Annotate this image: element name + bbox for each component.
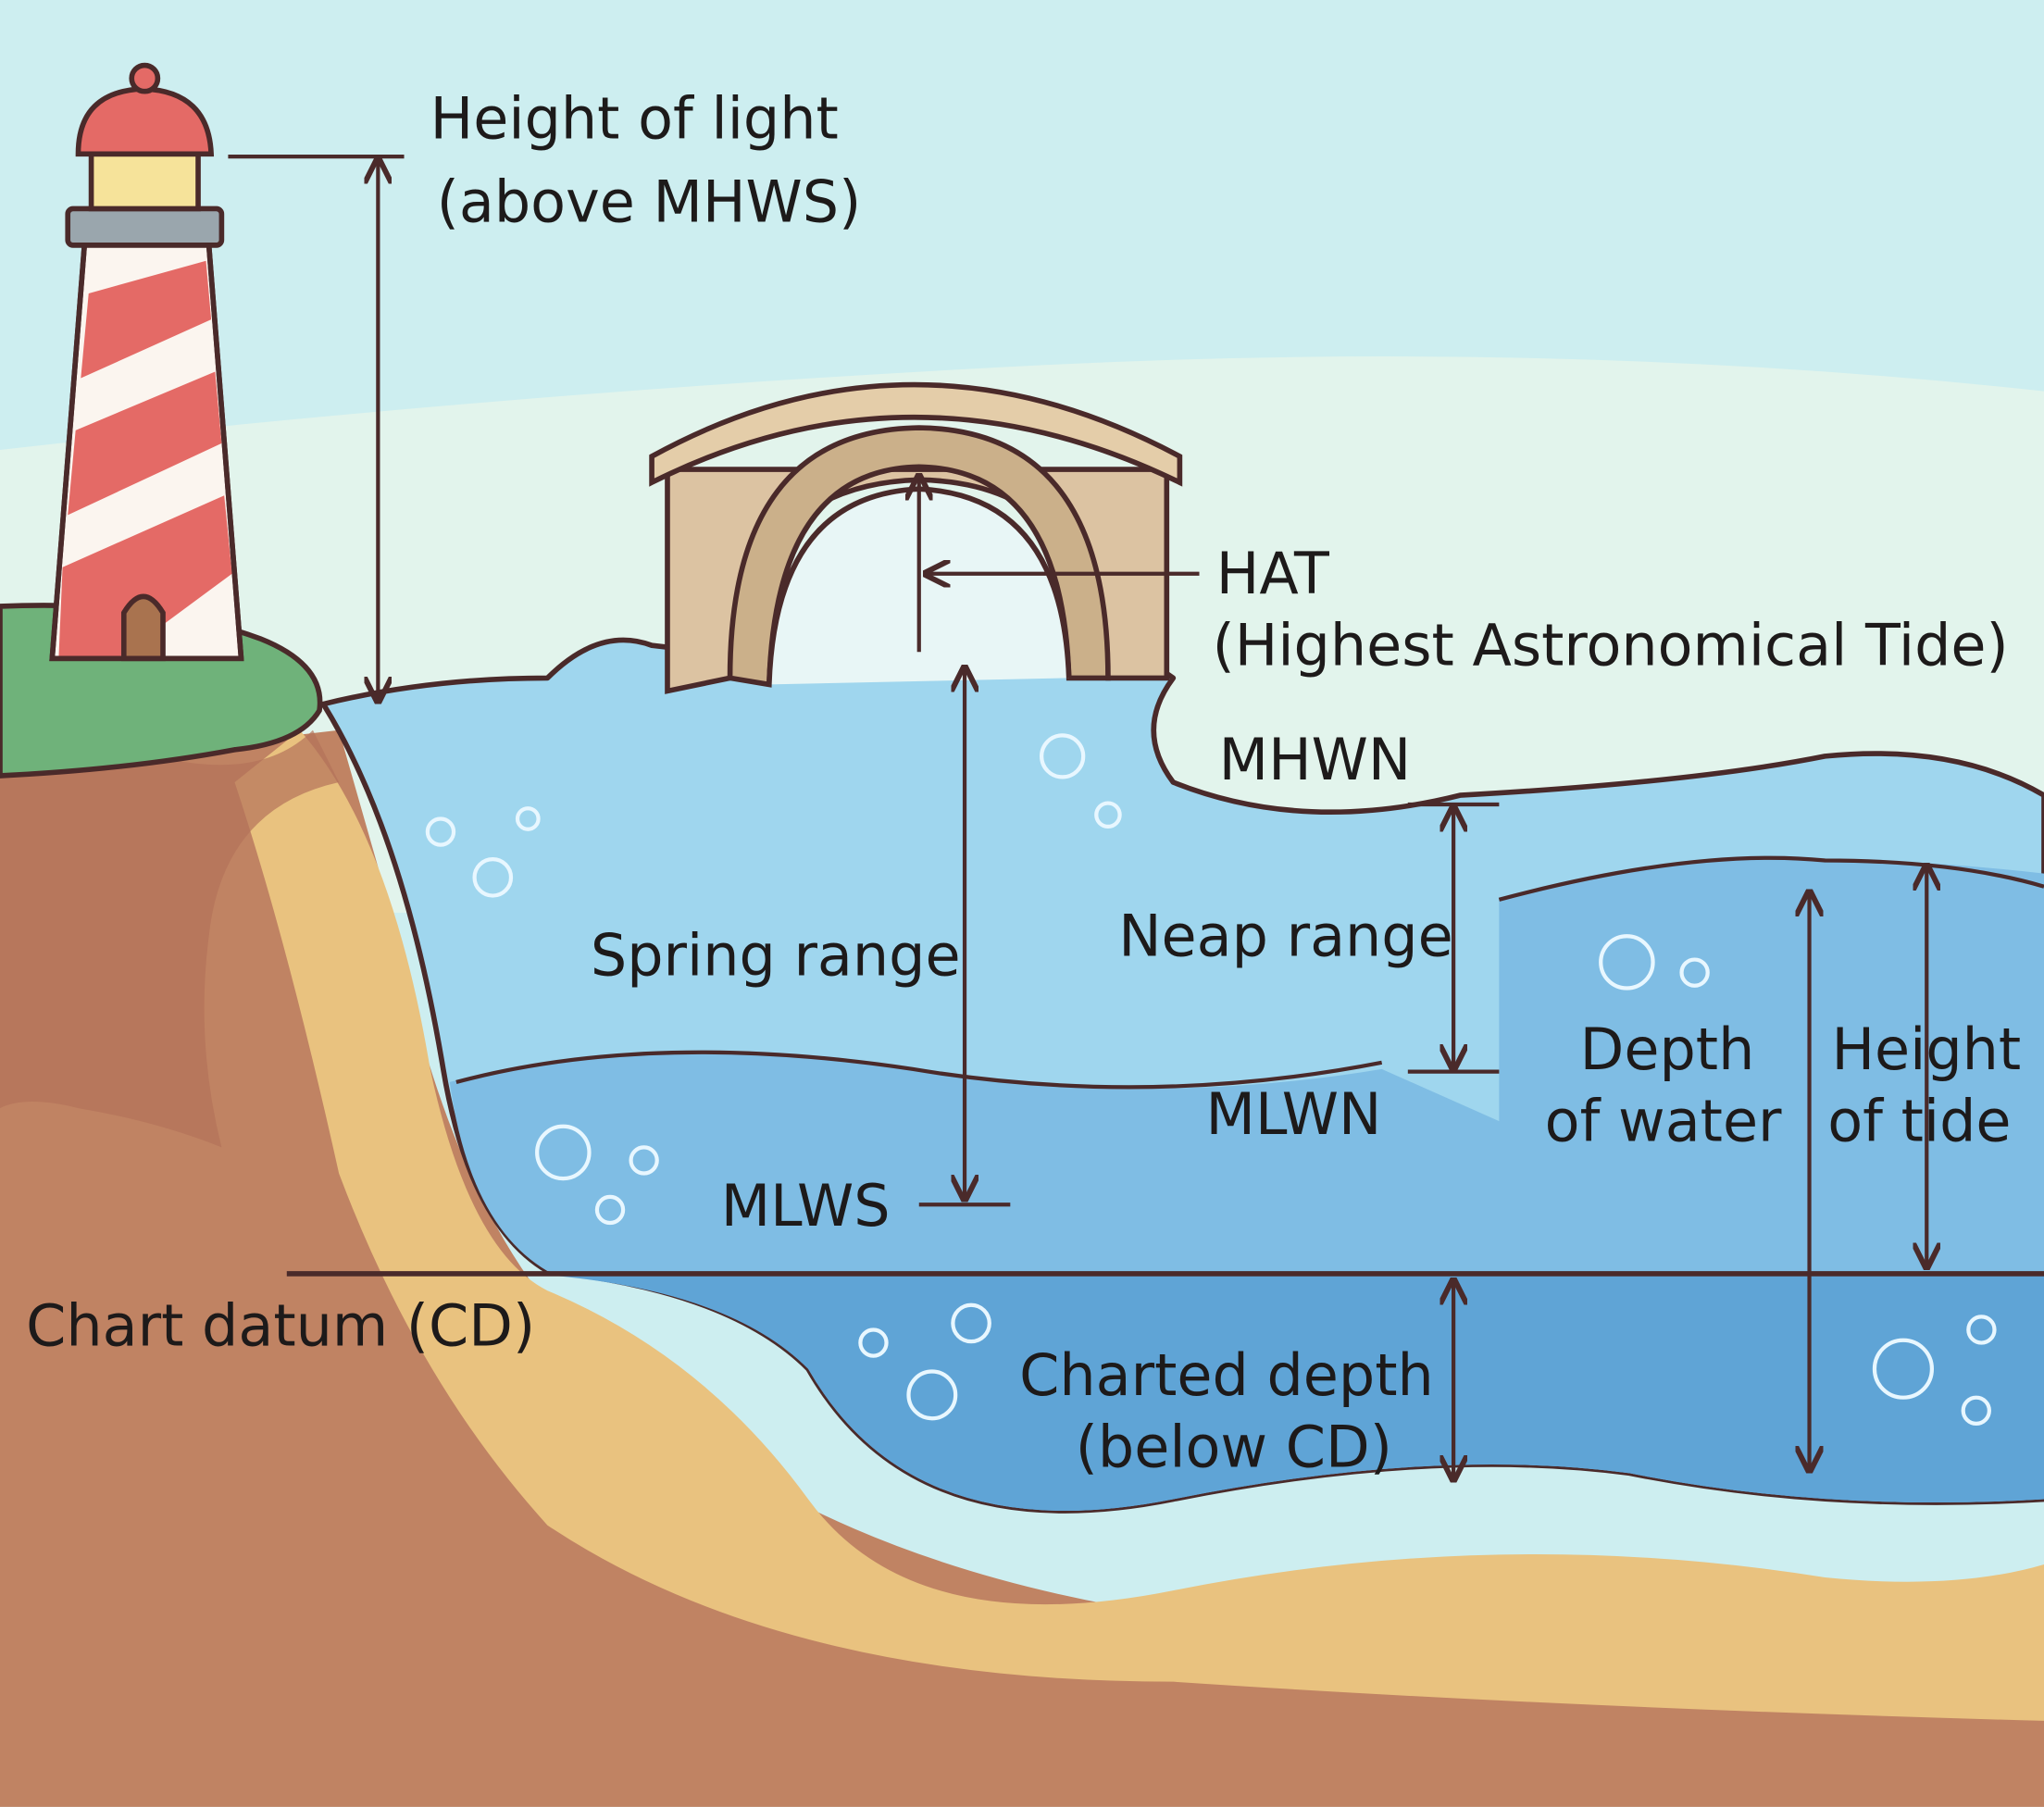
charted-depth-label-1: Charted depth xyxy=(1019,1341,1434,1409)
deep-water xyxy=(547,1275,2044,1512)
dimension-arrows xyxy=(228,155,1926,1479)
hat-full-label: (Highest Astronomical Tide) xyxy=(1213,611,2009,679)
mhwn-label: MHWN xyxy=(1219,726,1412,793)
depth-of-water-label-2: of water xyxy=(1545,1087,1782,1154)
bottom-earth xyxy=(0,729,2044,1807)
neap-range-label: Neap range xyxy=(1118,902,1453,969)
cliff-face xyxy=(0,729,340,1148)
height-of-light-label-2: (above MHWS) xyxy=(437,168,862,236)
charted-depth-label-2: (below CD) xyxy=(1076,1413,1392,1480)
spring-range-label: Spring range xyxy=(591,921,961,989)
height-of-light-label-1: Height of light xyxy=(430,84,839,152)
bubbles xyxy=(425,733,1997,1426)
mlws-label: MLWS xyxy=(721,1172,891,1240)
mlwn-label: MLWN xyxy=(1206,1080,1382,1148)
height-of-tide-label-2: of tide xyxy=(1827,1087,2011,1154)
hat-label: HAT xyxy=(1216,540,1330,607)
stone-bridge xyxy=(649,381,1183,694)
sand-layer xyxy=(234,729,2044,1721)
mhwn-wave xyxy=(1498,855,2044,902)
lighthouse xyxy=(49,62,244,662)
height-of-tide-label-1: Height xyxy=(1831,1016,2021,1083)
chart-datum-label: Chart datum (CD) xyxy=(26,1291,535,1359)
depth-of-water-label-1: Depth xyxy=(1580,1016,1755,1083)
mlwn-wave xyxy=(455,1050,1383,1090)
